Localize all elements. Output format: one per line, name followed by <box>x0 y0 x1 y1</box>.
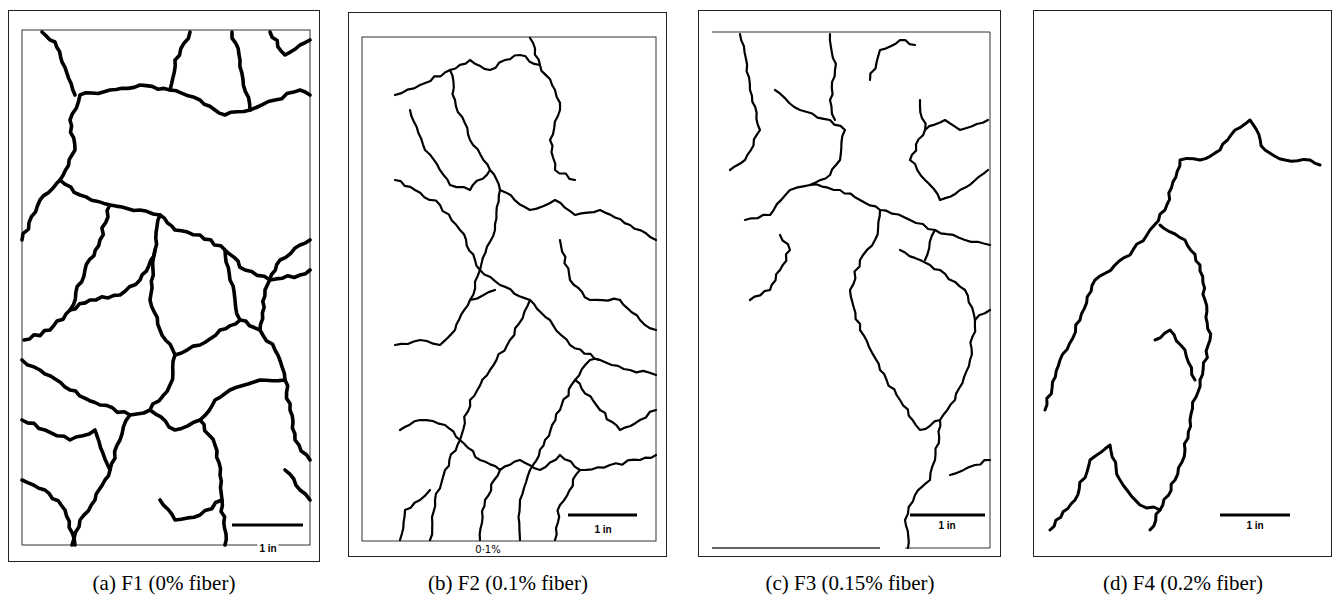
inner-frame <box>712 32 990 548</box>
panel-frame <box>348 12 667 557</box>
panel-caption: (c) F3 (0.15% fiber) <box>765 571 934 596</box>
crack-line <box>200 420 226 545</box>
crack-line <box>70 205 110 310</box>
crack-line <box>270 32 310 55</box>
crack-line <box>232 32 250 110</box>
specimen-panel: 1 in (a) F1 (0% fiber) <box>8 10 320 598</box>
crack-line <box>500 190 656 240</box>
scale-bar <box>568 514 637 517</box>
crack-line <box>60 180 310 280</box>
scale-bar <box>232 524 303 527</box>
crack-line <box>575 380 600 410</box>
handwritten-note: 0·1% <box>473 544 502 555</box>
crack-line <box>395 180 656 375</box>
crack-line <box>775 90 845 185</box>
crack-line <box>42 32 75 95</box>
crack-line <box>910 160 988 200</box>
panel-frame <box>8 10 320 562</box>
crack-line <box>400 490 430 540</box>
crack-line <box>745 184 990 245</box>
crack-line <box>22 250 175 415</box>
crack-line <box>530 38 575 180</box>
crack-line <box>555 470 580 540</box>
crack-line <box>850 210 975 430</box>
crack-line <box>730 34 760 170</box>
crack-line <box>1045 120 1320 410</box>
crack-line <box>950 460 990 475</box>
crack-line <box>1150 225 1211 530</box>
crack-line <box>870 40 915 80</box>
panel-caption: (d) F4 (0.2% fiber) <box>1103 571 1263 596</box>
scale-label: 1 in <box>1244 520 1265 531</box>
crack-line <box>22 420 110 470</box>
crack-line <box>22 480 75 545</box>
crack-line <box>910 100 926 160</box>
crack-line <box>830 34 836 120</box>
panel-caption: (a) F1 (0% fiber) <box>93 571 236 596</box>
specimen-panel: 1 in (d) F4 (0.2% fiber) <box>1033 10 1332 598</box>
specimen-panel: 1 in 0·1% (b) F2 (0.1% fiber) <box>348 12 667 598</box>
crack-line <box>620 300 656 330</box>
crack-line <box>22 85 310 240</box>
crack-line <box>24 215 160 340</box>
crack-line <box>150 380 285 430</box>
specimen-panel: 1 in (c) F3 (0.15% fiber) <box>698 10 1001 598</box>
crack-line <box>1155 330 1195 380</box>
crack-line <box>925 120 988 130</box>
scale-label: 1 in <box>257 543 278 554</box>
inner-frame <box>362 37 656 541</box>
crack-line <box>600 410 656 430</box>
crack-line <box>410 110 490 190</box>
scale-bar <box>1220 514 1290 517</box>
crack-line <box>905 420 940 548</box>
crack-line <box>395 290 495 345</box>
crack-line <box>975 310 990 320</box>
crack-line <box>170 32 190 90</box>
scale-label: 1 in <box>592 524 613 535</box>
panel-frame <box>698 10 1001 557</box>
scale-bar <box>910 514 985 517</box>
crack-line <box>175 320 310 460</box>
crack-line <box>750 235 790 300</box>
crack-line <box>430 300 530 540</box>
crack-line <box>450 70 500 300</box>
crack-line <box>160 500 222 520</box>
crack-line <box>480 470 500 540</box>
crack-line <box>395 55 540 95</box>
crack-line <box>519 359 601 540</box>
crack-line <box>225 250 240 320</box>
crack-line <box>285 470 310 500</box>
crack-line <box>260 240 310 330</box>
inner-frame <box>22 30 310 545</box>
crack-line <box>1050 445 1160 530</box>
crack-line <box>925 230 935 260</box>
scale-label: 1 in <box>936 520 957 531</box>
panel-frame <box>1033 10 1332 557</box>
panel-caption: (b) F2 (0.1% fiber) <box>428 571 588 596</box>
crack-line <box>560 240 620 301</box>
